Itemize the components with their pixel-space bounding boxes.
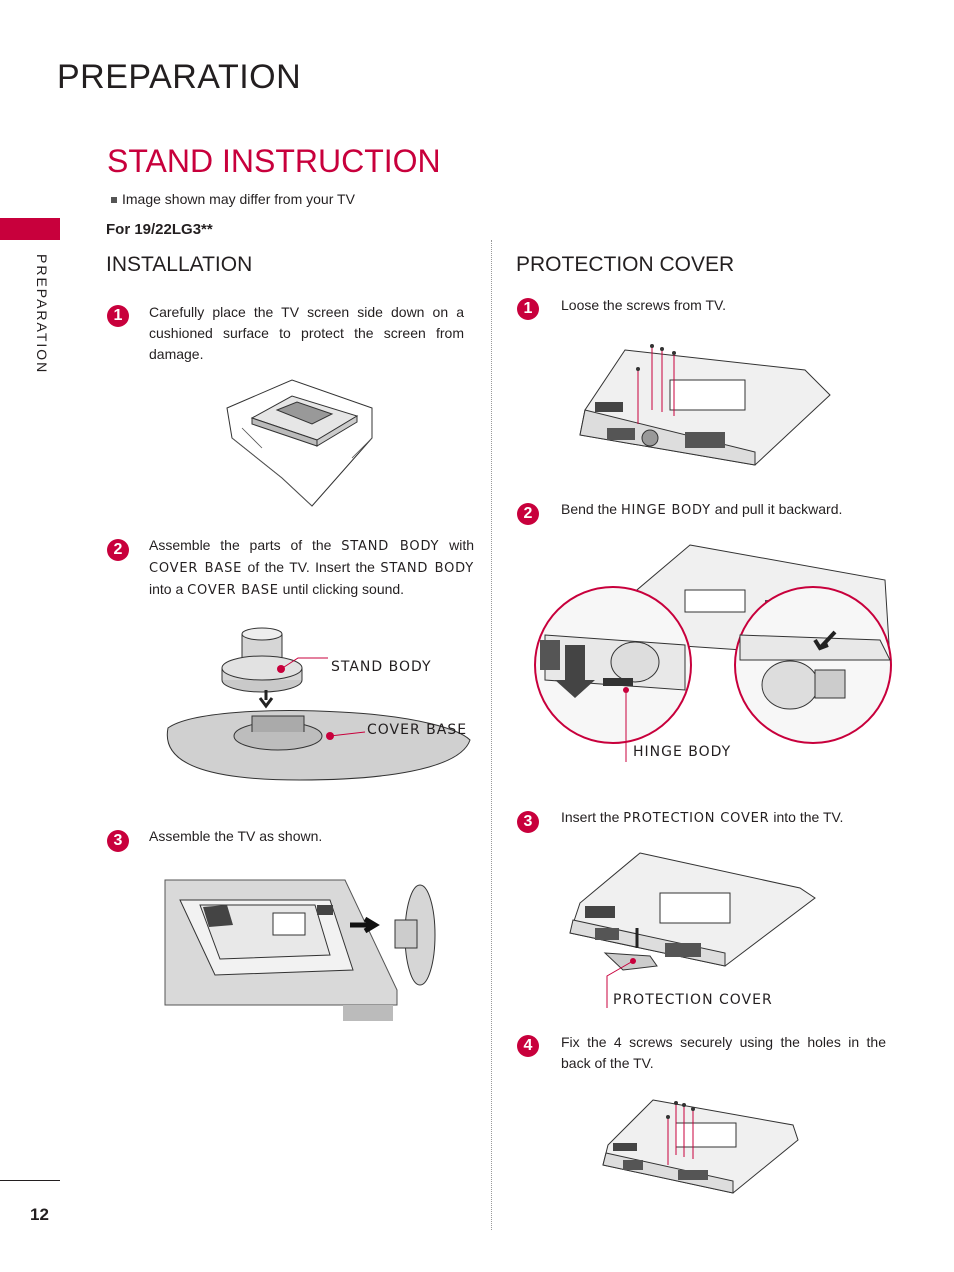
step-text: Insert the PROTECTION COVER into the TV. [561,807,891,829]
stand-body-callout: STAND BODY [331,659,432,675]
section-title: STAND INSTRUCTION [107,143,441,179]
text-fragment: of the TV. Insert the [242,559,381,575]
step-text: Fix the 4 screws securely using the hole… [561,1034,886,1071]
keyword-hinge-body: HINGE BODY [620,503,711,518]
cover-base-callout: COVER BASE [367,722,468,738]
step-number: 2 [517,503,539,525]
installation-title: INSTALLATION [106,253,253,276]
stand-assembly-illustration [166,627,471,781]
side-tab [0,218,60,240]
text-fragment: into the TV. [769,809,844,825]
step-number: 3 [517,811,539,833]
step-number: 3 [107,830,129,852]
keyword-stand-body: STAND BODY [380,561,474,576]
text-fragment: into a [149,581,188,597]
step-text: Bend the HINGE BODY and pull it backward… [561,499,886,521]
tv-back-fixed-screws-illustration [602,1099,799,1194]
text-fragment: until clicking sound. [278,581,405,597]
text-fragment: Assemble the parts of the [149,537,342,553]
bullet-square-icon [111,197,117,204]
tv-assembly-illustration [164,879,436,1021]
text-fragment: and pull it backward. [710,501,843,517]
side-label: PREPARATION [34,254,50,375]
keyword-stand-body: STAND BODY [341,539,440,554]
step-number: 2 [107,539,129,561]
page-title: PREPARATION [57,58,302,96]
note-text: Image shown may differ from your TV [122,191,355,207]
tv-on-cushion-illustration [226,379,373,507]
step-number: 4 [517,1035,539,1057]
step-number: 1 [107,305,129,327]
keyword-cover-base: COVER BASE [149,561,243,576]
page-number: 12 [30,1205,49,1224]
insert-protection-cover-illustration [569,852,816,1008]
step-text: Assemble the TV as shown. [149,828,323,844]
keyword-cover-base: COVER BASE [187,583,279,598]
text-fragment: Insert the [561,809,624,825]
note: Image shown may differ from your TV [111,191,355,207]
step-text: Assemble the parts of the STAND BODY wit… [149,535,474,601]
keyword-protection-cover: PROTECTION COVER [623,811,770,826]
model-label: For 19/22LG3** [106,221,213,238]
protection-cover-callout: PROTECTION COVER [613,992,773,1008]
column-divider [491,240,492,1230]
step-number: 1 [517,298,539,320]
step-text: Loose the screws from TV. [561,297,726,313]
footer-rule [0,1180,60,1181]
tv-back-screws-illustration [579,344,831,466]
text-fragment: with [439,537,474,553]
text-fragment: Bend the [561,501,621,517]
hinge-body-illustration [534,544,892,762]
step-text: Carefully place the TV screen side down … [149,304,464,362]
hinge-body-callout: HINGE BODY [633,744,732,760]
protection-title: PROTECTION COVER [516,253,735,276]
